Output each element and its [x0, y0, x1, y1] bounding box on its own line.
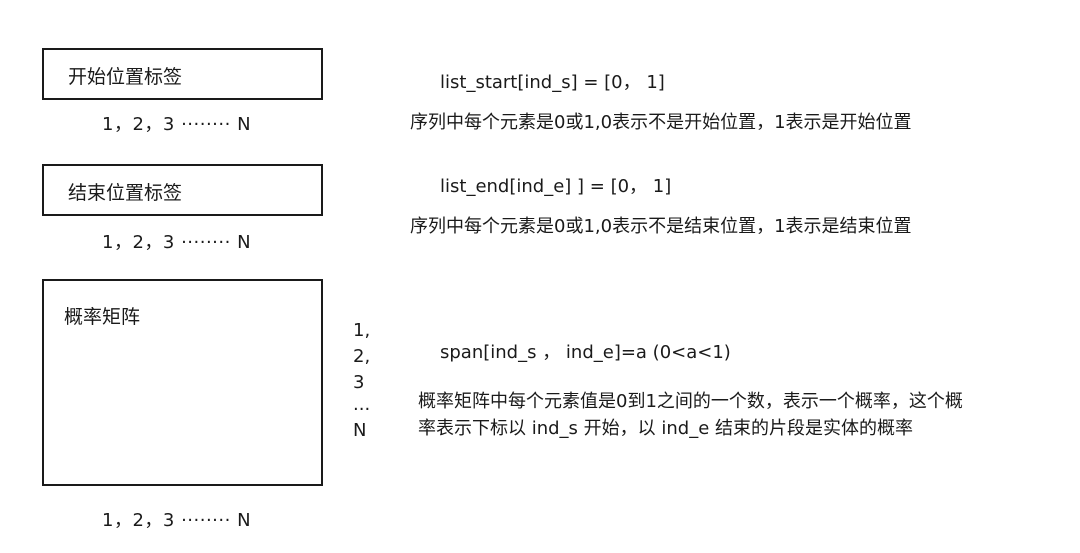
start-description: 序列中每个元素是0或1,0表示不是开始位置，1表示是开始位置: [410, 112, 912, 133]
matrix-description-line1: 概率矩阵中每个元素值是0到1之间的一个数，表示一个概率，这个概: [418, 391, 963, 412]
start-label-box: [42, 48, 323, 100]
end-formula: list_end[ind_e] ] = [0， 1]: [440, 176, 672, 197]
matrix-description: 概率矩阵中每个元素值是0到1之间的一个数，表示一个概率，这个概 率表示下标以 i…: [418, 388, 963, 442]
matrix-formula: span[ind_s ， ind_e]=a (0<a<1): [440, 342, 731, 363]
matrix-bottom-axis: 1，2，3 ········ N: [102, 510, 252, 531]
end-description: 序列中每个元素是0或1,0表示不是结束位置，1表示是结束位置: [410, 216, 912, 237]
side-axis-item: ...: [353, 394, 371, 415]
start-label-axis: 1，2，3 ········ N: [102, 114, 252, 135]
end-label-axis: 1，2，3 ········ N: [102, 232, 252, 253]
start-formula: list_start[ind_s] = [0， 1]: [440, 72, 665, 93]
end-label-title: 结束位置标签: [68, 182, 183, 204]
matrix-description-line2: 率表示下标以 ind_s 开始，以 ind_e 结束的片段是实体的概率: [418, 418, 914, 439]
matrix-side-axis: 1, 2, 3 ... N: [353, 318, 370, 444]
matrix-box: [42, 279, 323, 486]
side-axis-item: 1,: [353, 320, 371, 341]
side-axis-item: N: [353, 420, 367, 441]
end-label-box: [42, 164, 323, 216]
start-label-title: 开始位置标签: [68, 66, 183, 88]
matrix-title: 概率矩阵: [64, 306, 141, 328]
side-axis-item: 2,: [353, 346, 371, 367]
side-axis-item: 3: [353, 372, 365, 393]
